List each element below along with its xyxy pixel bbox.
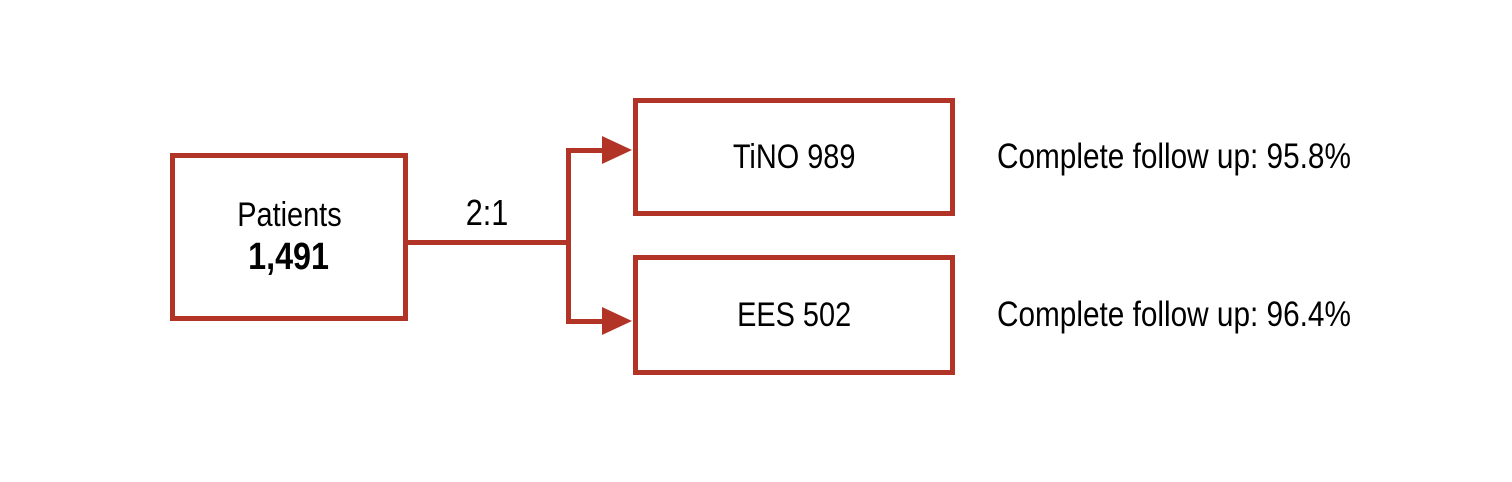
arm-box-tino: TiNO 989 [633, 98, 955, 216]
connector-main-line [406, 240, 568, 245]
connector-top-arm-line [566, 148, 606, 153]
arrowhead-bottom-icon [602, 307, 632, 335]
arm-box-tino-label: TiNO 989 [732, 138, 856, 176]
connector-branch-vertical-line [566, 148, 571, 324]
arrowhead-top-icon [602, 136, 632, 164]
followup-annotation-ees: Complete follow up: 96.4% [997, 295, 1351, 334]
randomization-ratio-label: 2:1 [465, 192, 509, 233]
arm-box-ees-label: EES 502 [736, 296, 852, 334]
patients-box: Patients 1,491 [170, 153, 408, 321]
patients-box-title: Patients [236, 196, 342, 234]
arm-box-ees: EES 502 [633, 255, 955, 375]
followup-annotation-tino: Complete follow up: 95.8% [997, 137, 1351, 176]
connector-bottom-arm-line [566, 319, 606, 324]
patients-count: 1,491 [248, 236, 330, 278]
